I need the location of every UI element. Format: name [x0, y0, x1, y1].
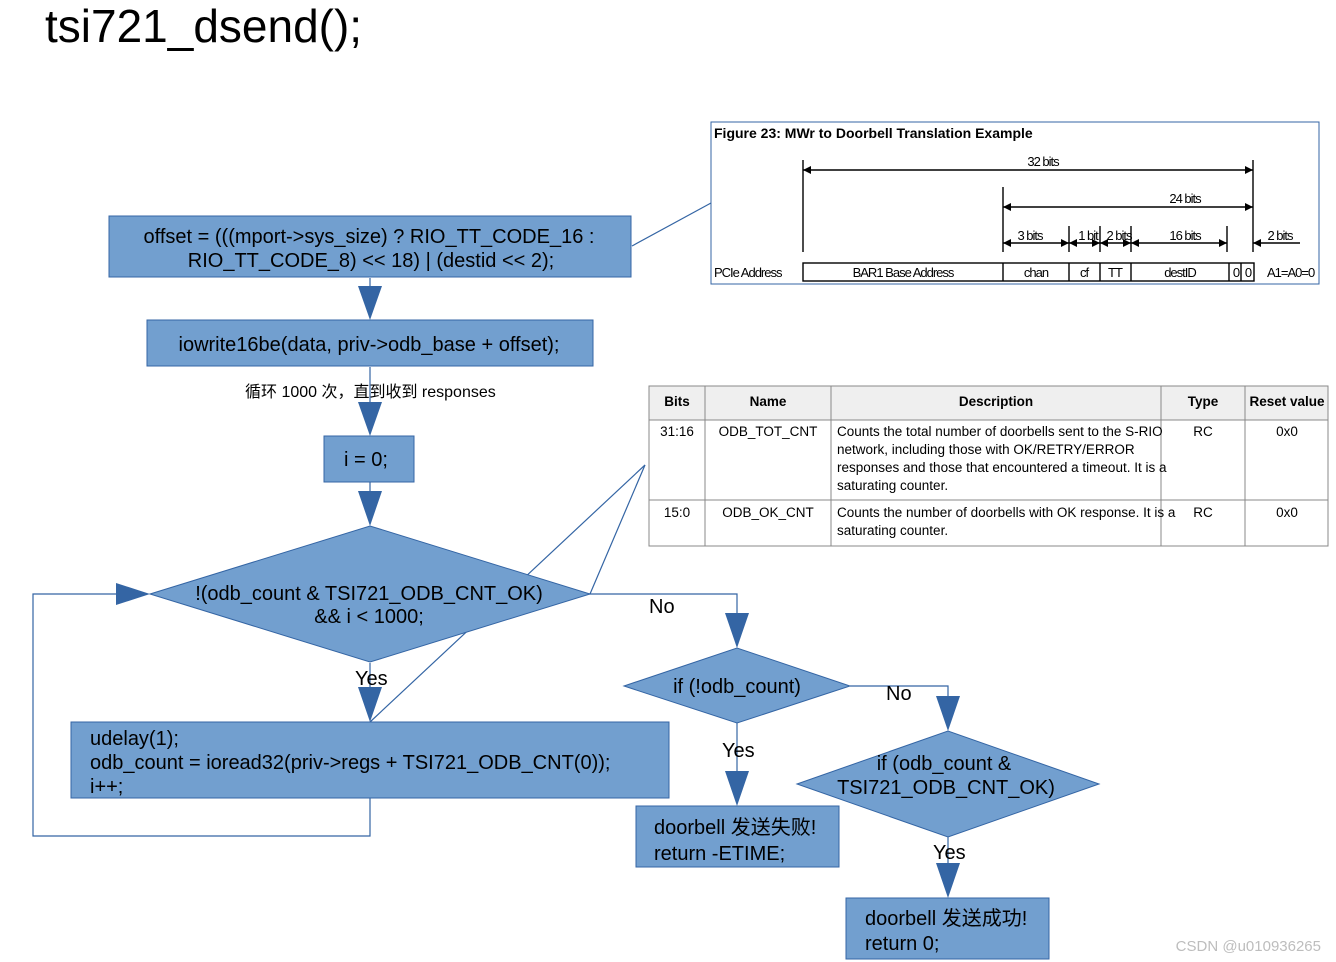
watermark: CSDN @u010936265: [1176, 938, 1321, 955]
success-box: [845, 897, 1050, 960]
loop-body-line3: i++;: [90, 776, 123, 798]
label-pcie-address: PCIe Address: [714, 265, 783, 280]
table-cell-desc-line: saturating counter.: [837, 478, 948, 493]
table-cell-bits: 31:16: [660, 424, 694, 439]
table-cell-desc-line: Counts the number of doorbells with OK r…: [837, 505, 1176, 520]
table-header-name: Name: [750, 394, 787, 409]
figure-frame: [710, 121, 1320, 285]
success-text-line1: doorbell 发送成功!: [865, 907, 1027, 930]
condition-text-line1: !(odb_count & TSI721_ODB_CNT_OK): [195, 583, 543, 605]
connector-lines: [32, 202, 949, 866]
table-header-bg: [649, 386, 1328, 420]
label-2-bits-tt: 2 bits: [1106, 228, 1133, 243]
offset-box: [108, 215, 632, 278]
table-cell-desc-line: responses and those that encountered a t…: [837, 460, 1167, 475]
label-24-bits: 24 bits: [1169, 191, 1202, 206]
page-title: tsi721_dsend();: [45, 0, 362, 52]
table-cell-reset: 0x0: [1276, 505, 1298, 520]
table-cell-name: ODB_OK_CNT: [722, 505, 814, 520]
figure-caption: Figure 23: MWr to Doorbell Translation E…: [714, 125, 1033, 141]
table-cell-bits: 15:0: [664, 505, 690, 520]
yes-label-zero: Yes: [722, 740, 755, 762]
success-text-line2: return 0;: [865, 933, 939, 955]
yes-label-ok: Yes: [933, 842, 966, 864]
ok-check-text-line2: TSI721_ODB_CNT_OK): [837, 777, 1055, 799]
register-table: Bits Name Description Type Reset value 3…: [648, 385, 1329, 547]
init-box: [323, 435, 415, 483]
label-32-bits: 32 bits: [1027, 154, 1060, 169]
ok-check-text-line1: if (odb_count &: [877, 753, 1012, 775]
table-cell-desc-line: saturating counter.: [837, 523, 948, 538]
no-label-loop: No: [649, 596, 675, 618]
table-header-reset: Reset value: [1249, 394, 1325, 409]
field-destid: destID: [1164, 265, 1196, 280]
table-header-type: Type: [1188, 394, 1219, 409]
init-text: i = 0;: [344, 449, 388, 471]
ok-check-diamond: [795, 730, 1101, 838]
field-chan: chan: [1024, 265, 1049, 280]
table-cell-type: RC: [1193, 505, 1213, 520]
label-a1-a0: A1=A0=0: [1267, 265, 1315, 280]
iowrite-text: iowrite16be(data, priv->odb_base + offse…: [179, 334, 560, 356]
arrowheads: [116, 286, 960, 898]
field-cf: cf: [1080, 265, 1090, 280]
no-label-zero: No: [886, 683, 912, 705]
zero-check-text: if (!odb_count): [673, 676, 801, 698]
table-cell-reset: 0x0: [1276, 424, 1298, 439]
table-cell-desc-line: network, including those with OK/RETRY/E…: [837, 442, 1135, 457]
fail-text-line2: return -ETIME;: [654, 843, 785, 865]
offset-text-line2: RIO_TT_CODE_8) << 18) | (destid << 2);: [188, 250, 554, 272]
label-2-bits-low: 2 bits: [1267, 228, 1294, 243]
loop-note: 循环 1000 次，直到收到 responses: [245, 383, 496, 401]
loop-body-box: [70, 721, 670, 799]
doorbell-figure: Figure 23: MWr to Doorbell Translation E…: [710, 121, 1320, 285]
table-header-bits: Bits: [664, 394, 690, 409]
offset-text-line1: offset = (((mport->sys_size) ? RIO_TT_CO…: [144, 226, 595, 248]
label-3-bits: 3 bits: [1017, 228, 1044, 243]
yes-label-loop: Yes: [355, 668, 388, 690]
condition-text-line2: && i < 1000;: [314, 606, 424, 628]
loop-condition-diamond: [148, 525, 592, 663]
iowrite-box: [146, 319, 594, 367]
table-cell-type: RC: [1193, 424, 1213, 439]
table-cell-name: ODB_TOT_CNT: [719, 424, 818, 439]
field-zero-a0: 0: [1245, 265, 1252, 280]
table-header-description: Description: [959, 394, 1033, 409]
field-tt: TT: [1108, 265, 1123, 280]
field-bar1: BAR1 Base Address: [853, 265, 955, 280]
fail-text-line1: doorbell 发送失败!: [654, 816, 816, 839]
loop-body-line2: odb_count = ioread32(priv->regs + TSI721…: [90, 752, 610, 774]
label-1-bit: 1 bit: [1078, 228, 1099, 243]
field-zero-a1: 0: [1233, 265, 1240, 280]
loop-body-line1: udelay(1);: [90, 728, 179, 750]
fail-box: [635, 805, 840, 868]
table-cell-desc-line: Counts the total number of doorbells sen…: [837, 424, 1163, 439]
label-16-bits: 16 bits: [1169, 228, 1202, 243]
zero-check-diamond: [622, 647, 852, 724]
